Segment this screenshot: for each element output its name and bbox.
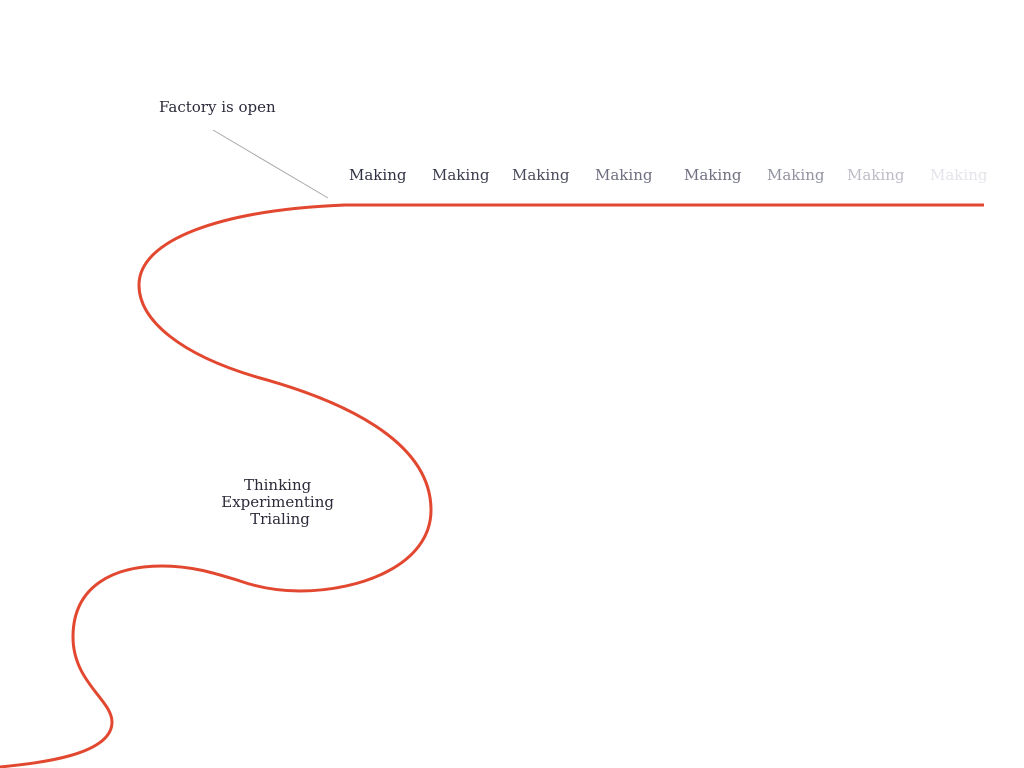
design-process-squiggle	[0, 203, 433, 768]
thinking-label-line-1: Thinking	[244, 476, 312, 494]
making-label-2: Making	[432, 166, 490, 184]
thinking-label-line-2: Experimenting	[221, 493, 334, 511]
making-phase-labels: Making Making Making Making Making Makin…	[349, 166, 988, 184]
making-label-1: Making	[349, 166, 407, 184]
thinking-label-line-3: Trialing	[250, 510, 310, 528]
making-label-4: Making	[595, 166, 653, 184]
thinking-phase-label: Thinking Experimenting Trialing	[221, 476, 339, 528]
making-label-5: Making	[684, 166, 742, 184]
making-label-6: Making	[767, 166, 825, 184]
annotation-factory-is-open: Factory is open	[159, 98, 276, 116]
annotation-leader-line	[212, 129, 329, 199]
making-label-8: Making	[930, 166, 988, 184]
making-label-7: Making	[847, 166, 905, 184]
making-label-3: Making	[512, 166, 570, 184]
